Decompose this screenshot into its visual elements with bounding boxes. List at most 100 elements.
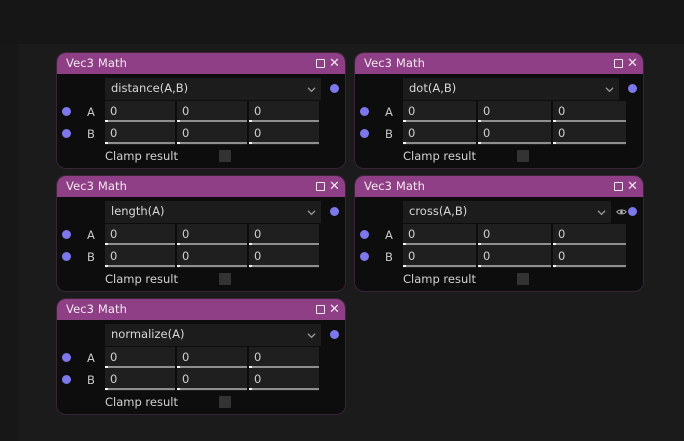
field-a-x[interactable]: 0 — [105, 347, 175, 369]
node-cross[interactable]: Vec3 Math ✕ cross(A,B) — [355, 176, 643, 291]
restore-icon[interactable] — [316, 59, 325, 68]
clamp-checkbox[interactable] — [219, 396, 231, 408]
input-port-b[interactable] — [360, 129, 369, 138]
operation-select[interactable]: dot(A,B) — [403, 78, 619, 100]
visibility-eye-icon[interactable] — [616, 208, 627, 216]
field-slider-bar[interactable] — [105, 265, 175, 267]
field-slider-bar[interactable] — [403, 142, 476, 144]
field-slider-bar[interactable] — [403, 120, 476, 122]
field-b-y[interactable]: 0 — [478, 123, 551, 145]
field-a-z[interactable]: 0 — [249, 347, 319, 369]
field-slider-bar[interactable] — [249, 142, 319, 144]
input-port-a[interactable] — [360, 230, 369, 239]
restore-icon[interactable] — [614, 59, 623, 68]
operation-select[interactable]: length(A) — [105, 201, 321, 223]
field-slider-bar[interactable] — [553, 120, 626, 122]
field-slider-bar[interactable] — [249, 243, 319, 245]
field-b-z[interactable]: 0 — [249, 369, 319, 391]
node-header[interactable]: Vec3 Math ✕ — [355, 53, 643, 74]
field-a-x[interactable]: 0 — [403, 101, 476, 123]
input-port-a[interactable] — [62, 107, 71, 116]
operation-select[interactable]: distance(A,B) — [105, 78, 321, 100]
input-port-a[interactable] — [62, 230, 71, 239]
restore-icon[interactable] — [316, 182, 325, 191]
field-slider-bar[interactable] — [403, 243, 476, 245]
output-port[interactable] — [628, 207, 637, 216]
field-slider-bar[interactable] — [177, 366, 247, 368]
close-icon[interactable]: ✕ — [627, 179, 638, 194]
field-b-z[interactable]: 0 — [249, 123, 319, 145]
input-port-b[interactable] — [62, 129, 71, 138]
clamp-checkbox[interactable] — [517, 150, 529, 162]
field-b-y[interactable]: 0 — [177, 123, 247, 145]
field-a-x[interactable]: 0 — [105, 224, 175, 246]
field-slider-bar[interactable] — [478, 243, 551, 245]
field-a-z[interactable]: 0 — [553, 101, 626, 123]
field-a-y[interactable]: 0 — [478, 224, 551, 246]
output-port[interactable] — [330, 84, 339, 93]
clamp-checkbox[interactable] — [219, 273, 231, 285]
field-a-x[interactable]: 0 — [105, 101, 175, 123]
field-slider-bar[interactable] — [177, 142, 247, 144]
field-slider-bar[interactable] — [105, 243, 175, 245]
output-port[interactable] — [330, 207, 339, 216]
field-slider-bar[interactable] — [553, 243, 626, 245]
field-slider-bar[interactable] — [249, 366, 319, 368]
field-slider-bar[interactable] — [478, 265, 551, 267]
field-slider-bar[interactable] — [105, 120, 175, 122]
field-slider-bar[interactable] — [478, 142, 551, 144]
field-slider-bar[interactable] — [177, 265, 247, 267]
field-b-x[interactable]: 0 — [105, 246, 175, 268]
input-port-a[interactable] — [62, 353, 71, 362]
node-distance[interactable]: Vec3 Math ✕ distance(A,B) A — [57, 53, 345, 168]
field-a-y[interactable]: 0 — [177, 224, 247, 246]
node-header[interactable]: Vec3 Math ✕ — [355, 176, 643, 197]
field-slider-bar[interactable] — [403, 265, 476, 267]
field-a-z[interactable]: 0 — [553, 224, 626, 246]
clamp-checkbox[interactable] — [219, 150, 231, 162]
field-b-y[interactable]: 0 — [177, 369, 247, 391]
field-b-x[interactable]: 0 — [403, 123, 476, 145]
restore-icon[interactable] — [614, 182, 623, 191]
operation-select[interactable]: normalize(A) — [105, 324, 321, 346]
field-b-x[interactable]: 0 — [105, 369, 175, 391]
node-length[interactable]: Vec3 Math ✕ length(A) A — [57, 176, 345, 291]
field-a-x[interactable]: 0 — [403, 224, 476, 246]
field-b-z[interactable]: 0 — [553, 123, 626, 145]
input-port-a[interactable] — [360, 107, 369, 116]
restore-icon[interactable] — [316, 305, 325, 314]
field-a-z[interactable]: 0 — [249, 101, 319, 123]
node-dot[interactable]: Vec3 Math ✕ dot(A,B) A — [355, 53, 643, 168]
field-slider-bar[interactable] — [249, 265, 319, 267]
field-slider-bar[interactable] — [553, 265, 626, 267]
field-slider-bar[interactable] — [105, 388, 175, 390]
field-slider-bar[interactable] — [177, 243, 247, 245]
field-a-y[interactable]: 0 — [478, 101, 551, 123]
field-slider-bar[interactable] — [249, 388, 319, 390]
field-slider-bar[interactable] — [177, 120, 247, 122]
field-slider-bar[interactable] — [105, 366, 175, 368]
field-a-y[interactable]: 0 — [177, 101, 247, 123]
field-slider-bar[interactable] — [553, 142, 626, 144]
field-a-z[interactable]: 0 — [249, 224, 319, 246]
input-port-b[interactable] — [360, 252, 369, 261]
field-b-z[interactable]: 0 — [249, 246, 319, 268]
close-icon[interactable]: ✕ — [329, 56, 340, 71]
field-slider-bar[interactable] — [249, 120, 319, 122]
field-a-y[interactable]: 0 — [177, 347, 247, 369]
clamp-checkbox[interactable] — [517, 273, 529, 285]
output-port[interactable] — [330, 330, 339, 339]
input-port-b[interactable] — [62, 375, 71, 384]
close-icon[interactable]: ✕ — [627, 56, 638, 71]
field-b-y[interactable]: 0 — [478, 246, 551, 268]
field-b-y[interactable]: 0 — [177, 246, 247, 268]
field-b-x[interactable]: 0 — [105, 123, 175, 145]
field-b-x[interactable]: 0 — [403, 246, 476, 268]
node-header[interactable]: Vec3 Math ✕ — [57, 53, 345, 74]
close-icon[interactable]: ✕ — [329, 302, 340, 317]
input-port-b[interactable] — [62, 252, 71, 261]
field-slider-bar[interactable] — [177, 388, 247, 390]
field-b-z[interactable]: 0 — [553, 246, 626, 268]
field-slider-bar[interactable] — [105, 142, 175, 144]
